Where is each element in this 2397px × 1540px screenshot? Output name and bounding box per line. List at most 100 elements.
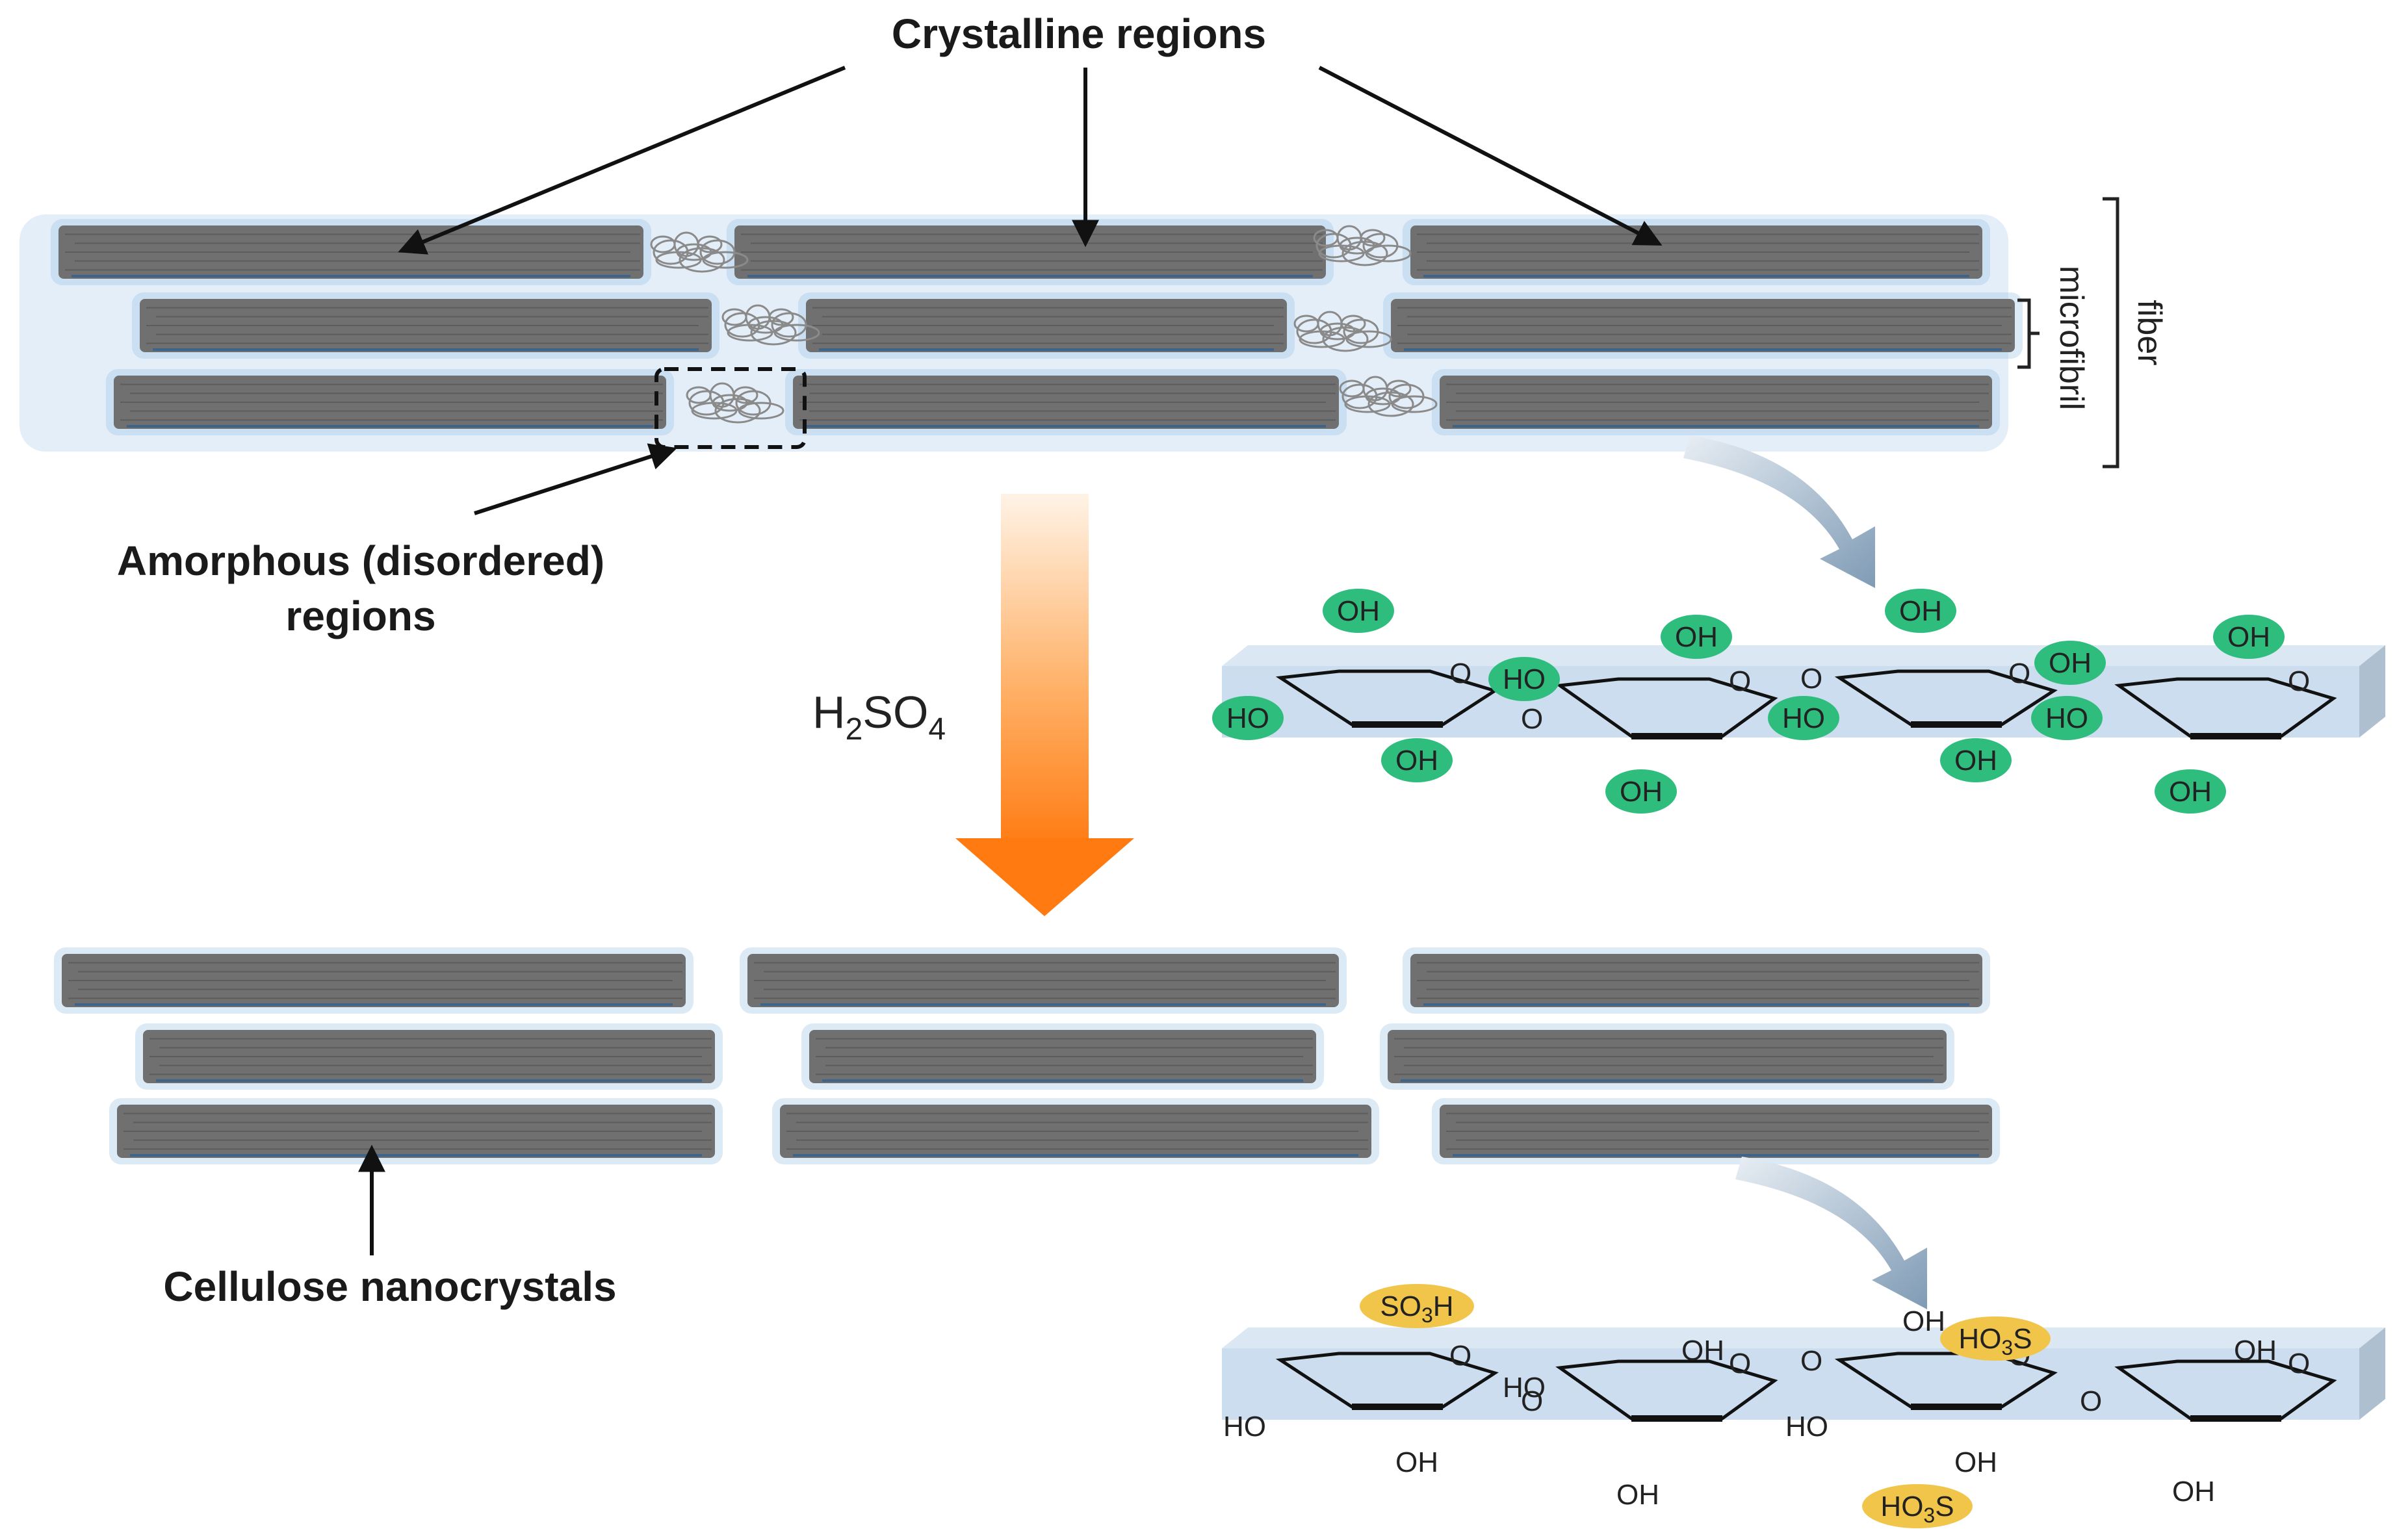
amorphous-tangle-3 [1293, 311, 1392, 352]
ring-oxygen: O [1449, 1340, 1471, 1372]
svg-text:HO: HO [2045, 702, 2088, 734]
crystalline-label: Crystalline regions [892, 10, 1266, 57]
svg-text:OH: OH [2169, 776, 2212, 808]
svg-text:OH: OH [1675, 621, 1718, 653]
nanocrystal-2-2 [1432, 1098, 2000, 1164]
acid-hydrolysis-arrow [955, 494, 1134, 916]
svg-text:OH: OH [1954, 1446, 1997, 1478]
microfibril-1-1 [798, 292, 1295, 359]
svg-text:OH: OH [1395, 1446, 1438, 1478]
amorphous-tangles [650, 225, 1438, 424]
functional-group-10: OH [1605, 769, 1677, 814]
microfibril-1-0 [132, 292, 719, 359]
glycosidic-oxygen: O [2080, 1385, 2102, 1417]
functional-group-9: OH [1616, 1479, 1659, 1511]
functional-group-5: OH [2034, 641, 2106, 685]
svg-text:HO3S: HO3S [1958, 1323, 2032, 1359]
fiber-bundle [19, 214, 2023, 452]
functional-group-2: OH [1885, 589, 1956, 633]
pointer-arrow-amorphous [474, 443, 677, 515]
amorphous-tangle-0 [650, 231, 749, 273]
microfibril-0-0 [51, 219, 651, 285]
nanocrystals-group [54, 947, 2000, 1164]
glycosidic-oxygen: O [1800, 1345, 1822, 1377]
pointer-arrow-left [398, 66, 846, 255]
functional-group-11: OH [2172, 1476, 2215, 1508]
cellulose-chain-sulfated: OOOOOOOSO3HOHHO3SOHOHHOHOHOOHOHOHOHHO3S [1222, 1284, 2385, 1528]
nanocrystal-1-0 [135, 1023, 723, 1090]
functional-group-0: SO3H [1360, 1284, 1474, 1328]
svg-text:OH: OH [2049, 647, 2092, 679]
amorphous-highlight-box [654, 367, 807, 449]
functional-group-5: HO [1503, 1372, 1546, 1404]
functional-group-4: HO [1488, 657, 1560, 701]
nanocrystal-2-0 [109, 1098, 723, 1164]
svg-text:OH: OH [2227, 621, 2270, 653]
glycosidic-oxygen: O [1521, 703, 1543, 735]
svg-text:HO3S: HO3S [1880, 1491, 1954, 1527]
amorphous-tangle-2 [721, 304, 820, 346]
nanocrystal-0-0 [54, 947, 693, 1014]
reagent-label: H2SO4 [812, 687, 946, 747]
functional-group-9: OH [1940, 738, 2012, 782]
zoom-arrow-bottom [1735, 1157, 1927, 1309]
svg-text:SO3H: SO3H [1380, 1290, 1453, 1327]
functional-group-2: HO3S [1940, 1316, 2051, 1361]
svg-text:HO: HO [1785, 1411, 1828, 1443]
microfibrils-top [51, 219, 2023, 435]
functional-group-6: HO [1212, 696, 1284, 740]
microfibril-label: microfibril [2053, 266, 2090, 410]
nanocrystal-1-1 [801, 1023, 1324, 1090]
nanocrystal-0-2 [1403, 947, 1990, 1014]
svg-text:OH: OH [1395, 745, 1438, 776]
microfibril-2-1 [785, 369, 1347, 435]
microfibril-2-0 [106, 369, 674, 435]
svg-text:HO: HO [1782, 702, 1825, 734]
functional-group-12: OH [2155, 769, 2226, 814]
functional-group-12: HO3S [1862, 1484, 1973, 1528]
functional-group-3: OH [2213, 615, 2285, 659]
svg-text:OH: OH [1902, 1305, 1945, 1337]
ring-oxygen: O [2288, 665, 2310, 697]
ring-oxygen: O [1729, 1348, 1751, 1380]
functional-group-8: OH [1395, 1446, 1438, 1478]
svg-text:OH: OH [2172, 1476, 2215, 1508]
svg-text:OH: OH [1616, 1479, 1659, 1511]
ring-oxygen: O [2288, 1348, 2310, 1380]
functional-group-10: OH [1954, 1446, 1997, 1478]
fiber-label: fiber [2131, 300, 2168, 365]
functional-group-1: OH [1902, 1305, 1945, 1337]
functional-group-3: OH [2234, 1335, 2277, 1367]
microfibril-0-1 [727, 219, 1334, 285]
svg-text:OH: OH [1337, 595, 1380, 627]
functional-group-0: OH [1323, 589, 1394, 633]
svg-text:OH: OH [1954, 745, 1997, 776]
microfibril-2-2 [1432, 369, 2000, 435]
svg-text:OH: OH [1681, 1335, 1724, 1367]
microfibril-bracket [2017, 298, 2040, 369]
microfibril-0-2 [1403, 219, 1990, 285]
fiber-bracket [2103, 197, 2119, 468]
functional-group-8: HO [1768, 696, 1839, 740]
glycosidic-oxygen: O [1800, 663, 1822, 695]
nanocrystal-0-1 [740, 947, 1347, 1014]
amorphous-label-line2: regions [285, 593, 435, 639]
ring-oxygen: O [1449, 658, 1471, 689]
zoom-arrow-top [1683, 435, 1875, 588]
nanocrystal-1-2 [1380, 1023, 1954, 1090]
cellulose-chain-hydroxyl: OOOOOOOOHOHOHOHHOOHHOOHHOOHOHHOOH [1212, 589, 2385, 814]
svg-text:HO: HO [1503, 1372, 1546, 1404]
svg-text:OH: OH [1620, 776, 1663, 808]
amorphous-tangle-4 [686, 382, 784, 424]
svg-text:OH: OH [1899, 595, 1942, 627]
ring-oxygen: O [1729, 665, 1751, 697]
nanocrystal-label: Cellulose nanocrystals [163, 1263, 616, 1310]
amorphous-label-line1: Amorphous (disordered) [117, 537, 604, 584]
svg-text:HO: HO [1226, 702, 1269, 734]
amorphous-tangle-1 [1313, 225, 1412, 266]
nanocrystal-2-1 [772, 1098, 1379, 1164]
amorphous-tangle-5 [1339, 376, 1438, 417]
functional-group-1: OH [1661, 615, 1732, 659]
functional-group-6: HO [1223, 1411, 1266, 1443]
